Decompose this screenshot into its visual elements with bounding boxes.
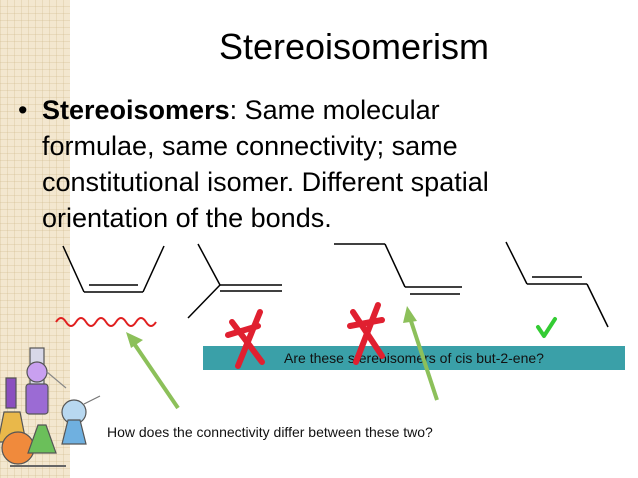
lab-glassware-clipart-icon xyxy=(0,347,101,467)
bullet-term: Stereoisomers xyxy=(42,95,230,125)
bullet-definition: : Same molecular formulae, same connecti… xyxy=(42,95,489,233)
molecule-trans-but-2-ene xyxy=(505,241,609,328)
molecule-2-methylpropene xyxy=(187,243,282,319)
wavy-underline-icon xyxy=(55,317,157,327)
bullet-body: Stereoisomers: Same molecular formulae, … xyxy=(42,92,537,236)
green-arrow-icon xyxy=(403,306,439,401)
connectivity-question: How does the connectivity differ between… xyxy=(107,424,433,440)
red-cross-icon xyxy=(225,309,265,369)
question-banner: Are these stereoisomers of cis but-2-ene… xyxy=(203,346,625,370)
slide-title: Stereoisomerism xyxy=(218,26,490,67)
green-checkmark-icon xyxy=(536,317,557,338)
banner-text: Are these stereoisomers of cis but-2-ene… xyxy=(284,350,544,366)
green-arrow-icon xyxy=(126,332,180,410)
bullet-dot: • xyxy=(18,95,28,125)
red-cross-icon xyxy=(347,302,385,365)
molecule-cis-but-2-ene xyxy=(62,245,165,293)
molecule-but-1-ene xyxy=(334,243,462,295)
